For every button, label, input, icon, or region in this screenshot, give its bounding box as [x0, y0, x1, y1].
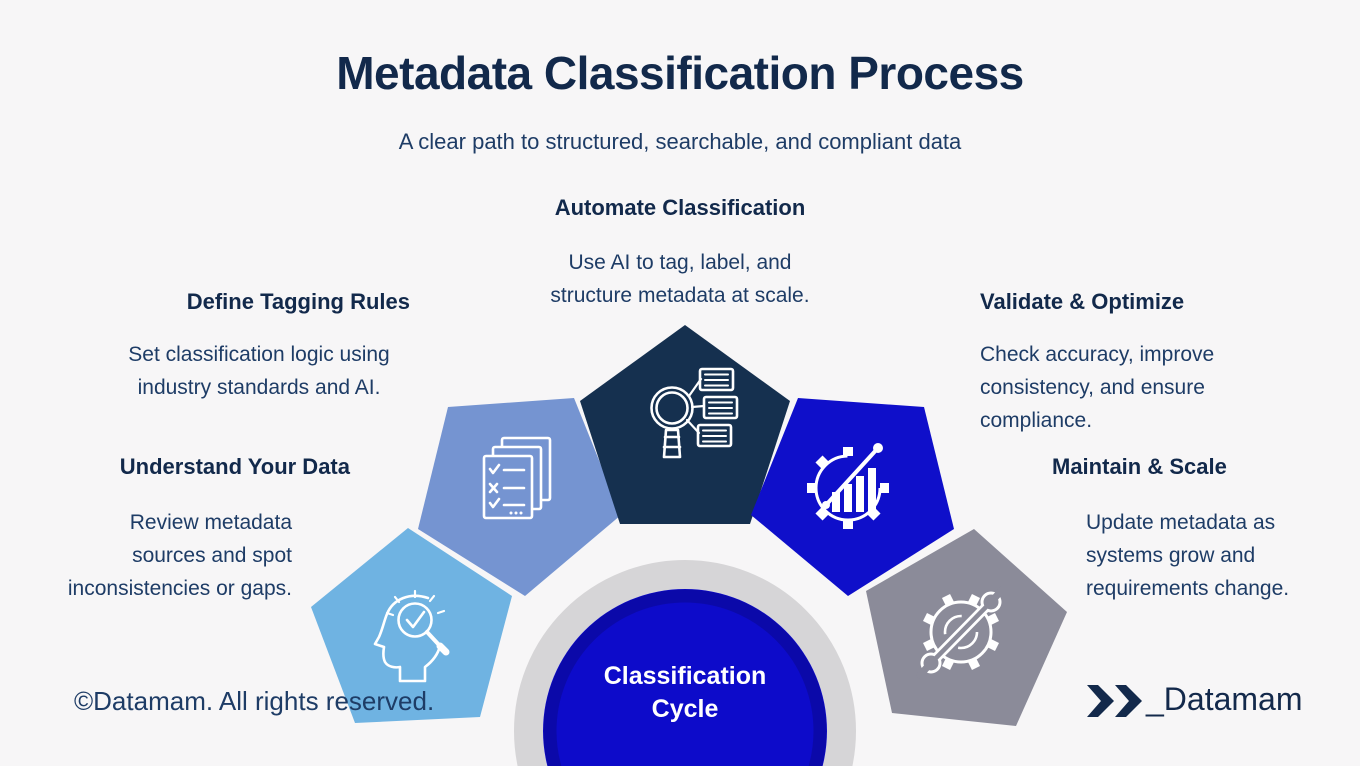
head-magnifier-check-icon: [373, 589, 450, 683]
step-title-automate: Automate Classification: [554, 195, 806, 220]
step-title-understand: Understand Your Data: [119, 454, 350, 479]
classification-cycle-ring: [514, 560, 856, 766]
checklist-documents-icon: [482, 436, 552, 520]
classification-cycle-circle: [543, 589, 827, 766]
double-chevron-icon: [1087, 685, 1142, 717]
copyright-text: ©Datamam. All rights reserved.: [74, 686, 435, 716]
step-desc-validate: Check accuracy, improve consistency, and…: [980, 343, 1215, 432]
classification-cycle-label: Classification Cycle: [603, 662, 767, 723]
brand-logo: _Datamam: [1080, 678, 1340, 724]
step-title-maintain: Maintain & Scale: [1052, 454, 1227, 479]
step-title-validate: Validate & Optimize: [980, 289, 1185, 314]
page-title: Metadata Classification Process: [336, 47, 1024, 99]
step-desc-maintain: Update metadata as systems grow and requ…: [1086, 511, 1290, 600]
magnifier-classification-tree-icon: [650, 367, 739, 459]
classification-cycle-inner-shadow: [543, 589, 827, 766]
gear-wrench-icon: [916, 586, 1006, 679]
step-desc-automate: Use AI to tag, label, and structure meta…: [550, 251, 810, 307]
step-desc-understand: Review metadata sources and spot inconsi…: [67, 511, 292, 600]
brand-name: _Datamam: [1146, 681, 1303, 717]
pentagon-validate: [751, 398, 954, 596]
step-title-define: Define Tagging Rules: [186, 289, 410, 314]
gear-growth-chart-icon: [807, 443, 889, 529]
page-subtitle: A clear path to structured, searchable, …: [398, 129, 962, 154]
step-desc-define: Set classification logic using industry …: [128, 343, 390, 399]
